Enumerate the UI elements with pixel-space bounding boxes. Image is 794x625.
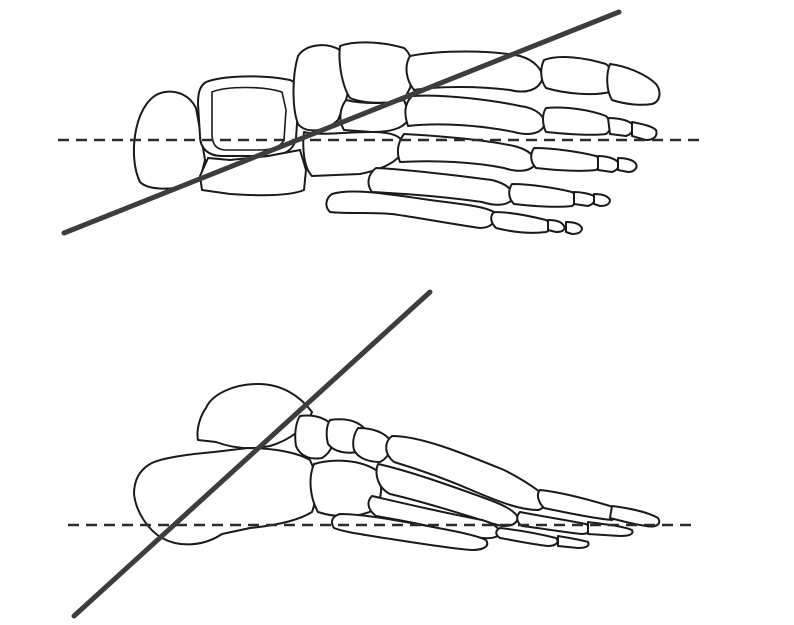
lateral-metatarsal-3 <box>367 495 501 540</box>
metatarsal-3 <box>396 133 536 172</box>
toe5-distal-phalanx <box>565 221 583 235</box>
lateral-cuneiform-b <box>352 427 392 463</box>
cuboid-bone <box>199 149 307 197</box>
toe4-distal-phalanx <box>593 193 611 207</box>
toe3-proximal-phalanx <box>530 147 602 172</box>
metatarsal-2 <box>404 94 546 135</box>
big-toe-distal-phalanx <box>606 63 661 106</box>
intermediate-cuneiform-bone <box>339 99 411 133</box>
toe3-distal-phalanx <box>617 157 638 173</box>
lateral-hallux-proximal <box>536 489 618 521</box>
lateral-hallux-distal <box>609 505 661 528</box>
toe5-middle-phalanx <box>547 219 566 233</box>
toe3-middle-phalanx <box>597 155 620 173</box>
lateral-toe-proximal-a <box>516 511 591 535</box>
bottom-panel-lateral-foot <box>68 289 692 619</box>
lateral-metatarsal-1 <box>385 435 546 511</box>
toe2-proximal-phalanx <box>542 106 612 136</box>
lateral-toe-proximal-b <box>495 527 559 547</box>
toe4-proximal-phalanx <box>508 183 578 208</box>
toe4-middle-phalanx <box>573 191 596 207</box>
lateral-toe-distal-b <box>557 535 590 549</box>
toe5-proximal-phalanx <box>490 211 552 234</box>
metatarsal-5 <box>325 190 497 229</box>
top-oblique-axis-line <box>61 9 622 236</box>
medial-cuneiform-bone <box>338 41 414 104</box>
toe2-distal-phalanx <box>631 121 658 141</box>
toe2-middle-phalanx <box>607 117 634 137</box>
big-toe-proximal-phalanx <box>540 56 615 96</box>
navicular-bone <box>292 44 351 132</box>
lateral-calcaneus-bone <box>133 447 318 546</box>
lateral-metatarsal-4 <box>331 513 489 551</box>
lateral-navicular-bone <box>294 414 336 460</box>
top-panel-dorsal-foot <box>58 9 700 236</box>
bottom-oblique-axis-line <box>71 289 433 619</box>
